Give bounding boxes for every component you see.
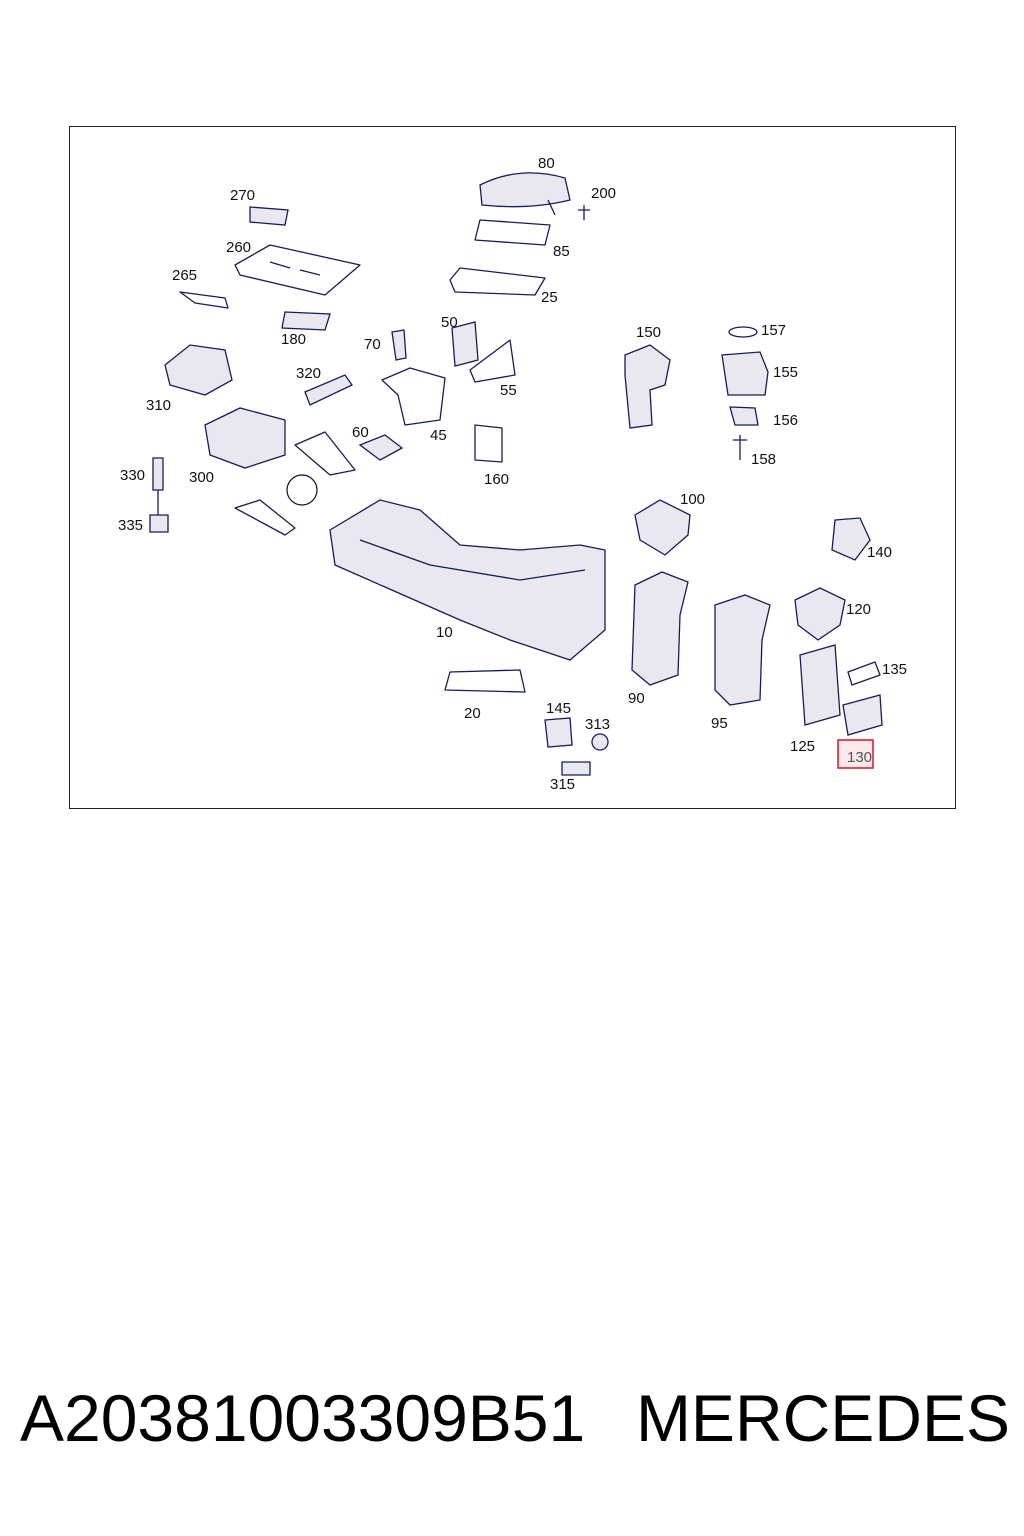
callout-50: 50	[441, 314, 458, 331]
callout-158: 158	[751, 451, 776, 468]
exploded-diagram-frame	[69, 126, 956, 809]
callout-300: 300	[189, 469, 214, 486]
callout-260: 260	[226, 239, 251, 256]
callout-180: 180	[281, 331, 306, 348]
callout-80: 80	[538, 155, 555, 172]
callout-200: 200	[591, 185, 616, 202]
callout-135: 135	[882, 661, 907, 678]
callout-160: 160	[484, 471, 509, 488]
callout-120: 120	[846, 601, 871, 618]
callout-330: 330	[120, 467, 145, 484]
callout-157: 157	[761, 322, 786, 339]
callout-labels: 80 200 270 85 260 265 25 180 50 70 150 157 155 320 310…	[118, 155, 907, 793]
callout-90: 90	[628, 690, 645, 707]
callout-85: 85	[553, 243, 570, 260]
caption-bar: A20381003309B51 MERCEDES	[20, 1380, 1010, 1456]
callout-20: 20	[464, 705, 481, 722]
callout-156: 156	[773, 412, 798, 429]
callout-315: 315	[550, 776, 575, 793]
callout-60: 60	[352, 424, 369, 441]
callout-10: 10	[436, 624, 453, 641]
callout-270: 270	[230, 187, 255, 204]
callout-320: 320	[296, 365, 321, 382]
callout-313: 313	[585, 716, 610, 733]
part-shapes	[149, 172, 883, 776]
callout-55: 55	[500, 382, 517, 399]
brand-name: MERCEDES	[635, 1381, 1010, 1455]
callout-140: 140	[867, 544, 892, 561]
callout-145: 145	[546, 700, 571, 717]
callout-125: 125	[790, 738, 815, 755]
callout-100: 100	[680, 491, 705, 508]
callout-150: 150	[636, 324, 661, 341]
callout-circle-30	[286, 474, 318, 506]
part-number: A20381003309B51	[20, 1381, 586, 1455]
callout-45: 45	[430, 427, 447, 444]
callout-155: 155	[773, 364, 798, 381]
highlighted-part-box[interactable]	[837, 739, 874, 769]
callout-310: 310	[146, 397, 171, 414]
callout-265: 265	[172, 267, 197, 284]
callout-335: 335	[118, 517, 143, 534]
highlighted-callout-130[interactable]: 130	[847, 749, 872, 766]
callout-95: 95	[711, 715, 728, 732]
callout-25: 25	[541, 289, 558, 306]
callout-70: 70	[364, 336, 381, 353]
